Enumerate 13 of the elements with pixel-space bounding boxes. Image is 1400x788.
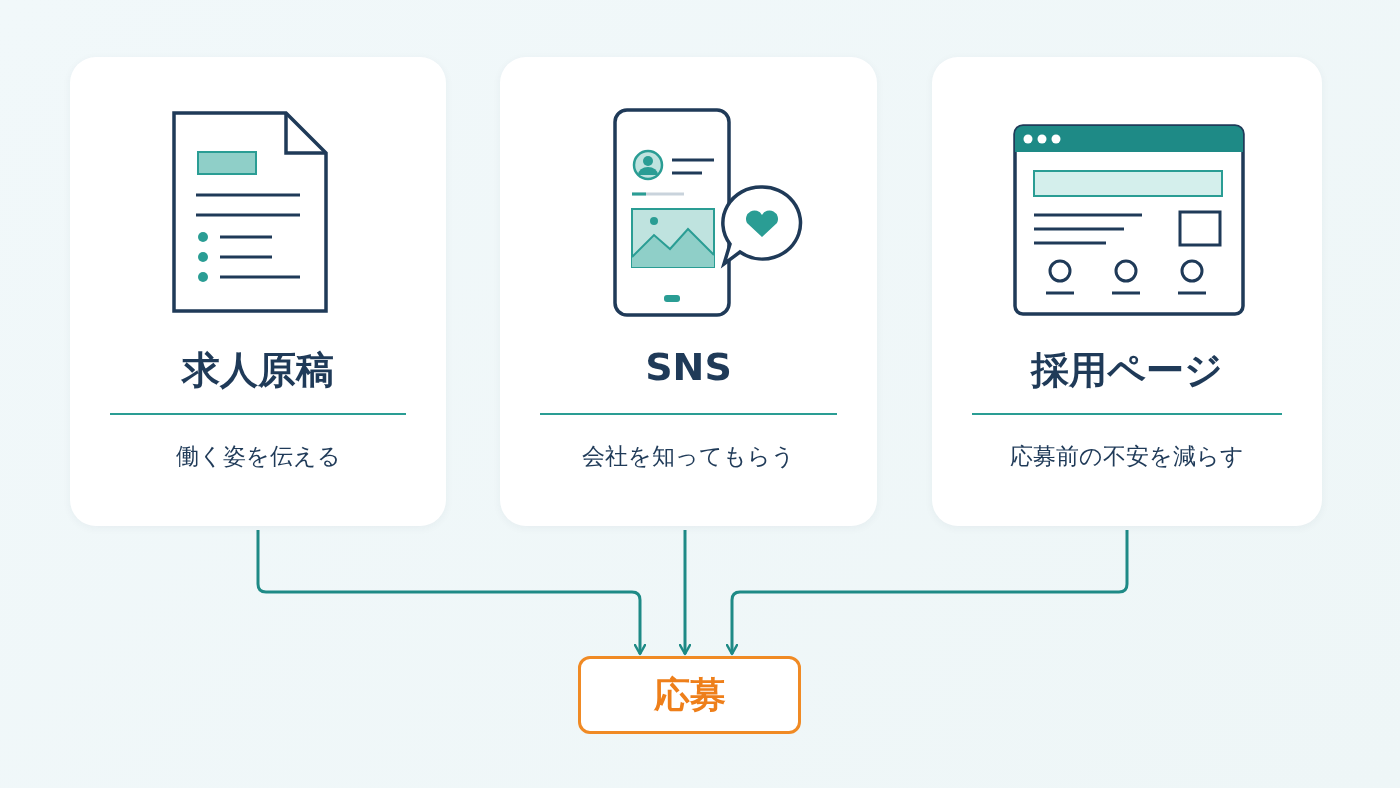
card-description: 応募前の不安を減らす: [1010, 442, 1244, 471]
card-title: 採用ページ: [1031, 347, 1223, 394]
card-description: 会社を知ってもらう: [582, 442, 795, 471]
card-title: 求人原稿: [182, 347, 334, 394]
card: [500, 57, 877, 526]
card-title: SNS: [645, 345, 732, 389]
goal-box: 応募: [578, 656, 801, 734]
arrow: [725, 530, 1129, 656]
arrow: [678, 530, 692, 656]
card: [932, 57, 1322, 526]
arrow: [256, 530, 647, 656]
card-description: 働く姿を伝える: [175, 442, 341, 471]
card: [70, 57, 446, 526]
